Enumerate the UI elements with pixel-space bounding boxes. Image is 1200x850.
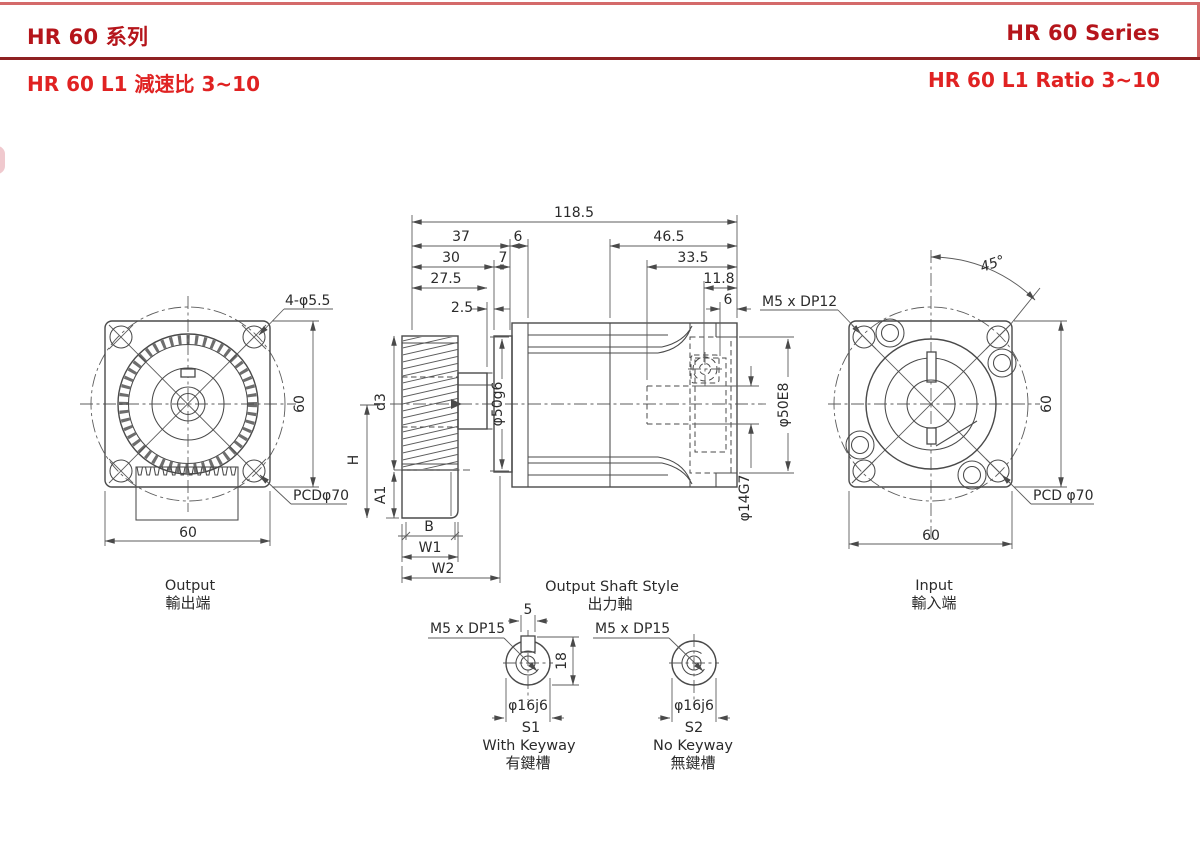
dim-s1-keywidth: 5 <box>524 602 533 618</box>
dim-b: B <box>424 519 434 535</box>
dim-11-8: 11.8 <box>703 271 734 287</box>
series-title-en: HR 60 Series <box>1006 21 1160 45</box>
dim-output-height: 60 <box>292 395 308 413</box>
rack-teeth <box>136 466 237 476</box>
flange-bolt-holes <box>108 324 267 484</box>
callout-s2-screw: M5 x DP15 <box>595 621 670 637</box>
dim-7: 7 <box>499 250 508 266</box>
shaft-style-heading-zh: 出力軸 <box>587 595 632 613</box>
subtitle-en: HR 60 L1 Ratio 3~10 <box>927 68 1160 92</box>
pcd-circle <box>90 306 286 502</box>
clamp-chord <box>935 420 978 447</box>
input-flange-square <box>848 320 1013 488</box>
series-title-zh: HR 60 系列 <box>27 25 149 49</box>
input-dims: 60 60 PCD φ70 <box>848 320 1094 549</box>
s1-code: S1 <box>522 720 540 736</box>
s2-label-zh: 無鍵槽 <box>670 754 715 772</box>
callout-pcd-input: PCD φ70 <box>1033 488 1094 504</box>
output-flange-square <box>104 320 271 488</box>
s2-label-en: No Keyway <box>653 738 733 754</box>
dim-s1-dia: φ16j6 <box>508 698 548 714</box>
pcd-circle-input <box>833 306 1029 502</box>
section-view: 118.5 37 6 46.5 30 7 33.5 27.5 11.8 2. <box>346 205 862 583</box>
header-divider <box>0 57 1200 60</box>
dim-h: H <box>346 455 362 466</box>
output-hub-circle <box>151 367 225 441</box>
shaft-s1: M5 x DP15 5 18 φ16j6 S1 With Keyway <box>428 602 579 772</box>
dim-37: 37 <box>452 229 470 245</box>
dim-w1: W1 <box>419 540 442 556</box>
s2-code: S2 <box>685 720 703 736</box>
gear-outer-circle <box>117 333 259 475</box>
callout-s1-screw: M5 x DP15 <box>430 621 505 637</box>
s1-keyway <box>520 635 536 653</box>
subheader: HR 60 L1 減速比 3~10 HR 60 L1 Ratio 3~10 <box>27 68 1160 97</box>
section-dims-right: φ50g6 φ50E8 φ14G7 <box>490 336 794 522</box>
input-view: 45° 60 60 PCD φ70 Input 輸入端 <box>828 250 1094 612</box>
screw-hole-hidden <box>688 352 722 386</box>
dim-input-width: 60 <box>922 528 940 544</box>
input-keyway-slot <box>926 351 937 383</box>
dim-30: 30 <box>442 250 460 266</box>
dim-a1: A1 <box>373 486 389 504</box>
input-boss-circle <box>865 338 997 470</box>
input-counterbores <box>845 318 1017 490</box>
screw-callout: M5 x DP12 <box>760 294 862 335</box>
dim-output-width: 60 <box>179 525 197 541</box>
page-top-border <box>0 2 1200 5</box>
subtitle-zh: HR 60 L1 減速比 3~10 <box>27 72 260 96</box>
hub-key-notch <box>180 368 196 378</box>
dim-s1-height: 18 <box>554 652 570 670</box>
callout-m5-dp12: M5 x DP12 <box>762 294 837 310</box>
page-edge-mark <box>0 146 5 174</box>
dim-2-5: 2.5 <box>451 300 473 316</box>
section-dims-top: 118.5 37 6 46.5 30 7 33.5 27.5 11.8 2. <box>411 205 751 380</box>
dim-w2: W2 <box>432 561 455 577</box>
caption-output-en: Output <box>165 578 216 594</box>
dim-input-height: 60 <box>1039 395 1055 413</box>
dim-6b: 6 <box>724 292 733 308</box>
gearbox-housing <box>493 322 738 488</box>
dim-d3: d3 <box>373 393 389 411</box>
input-bore-hidden <box>689 336 732 474</box>
caption-input-zh: 輸入端 <box>911 594 956 612</box>
callout-pcd-output: PCDφ70 <box>293 488 349 504</box>
shaft-center-mark <box>451 399 462 409</box>
output-dims: 60 60 4-φ5.5 PCDφ70 <box>104 293 349 546</box>
caption-input-en: Input <box>915 578 953 594</box>
dim-input-bore-dia: φ14G7 <box>737 475 753 522</box>
dim-s2-dia: φ16j6 <box>674 698 714 714</box>
helical-gear <box>394 335 470 519</box>
header: HR 60 系列 HR 60 Series <box>27 21 1160 51</box>
gear-hub <box>401 470 459 519</box>
output-shaft-stub <box>451 372 494 430</box>
section-dims-left: d3 A1 H B W1 W2 <box>346 335 501 583</box>
output-view: 60 60 4-φ5.5 PCDφ70 Output 輸出端 <box>80 293 349 612</box>
dim-pilot-dia: φ50g6 <box>490 381 506 426</box>
dim-33-5: 33.5 <box>677 250 708 266</box>
dim-27-5: 27.5 <box>430 271 461 287</box>
shaft-styles: Output Shaft Style 出力軸 M5 x DP15 5 <box>428 579 733 772</box>
s1-label-en: With Keyway <box>482 738 576 754</box>
dim-6a: 6 <box>514 229 523 245</box>
input-bolt-holes <box>851 324 1011 484</box>
clamp-slot <box>926 427 937 445</box>
callout-bolt-holes: 4-φ5.5 <box>285 293 330 309</box>
s1-label-zh: 有鍵槽 <box>505 754 550 772</box>
angle-dim: 45° <box>930 253 1036 301</box>
dim-bore-dia: φ50E8 <box>776 383 792 428</box>
shaft-s2: M5 x DP15 φ16j6 S2 No Keyway 無鍵槽 <box>593 621 733 772</box>
dim-angle: 45° <box>978 253 1007 276</box>
dim-total-length: 118.5 <box>554 205 594 221</box>
caption-output-zh: 輸出端 <box>165 594 210 612</box>
page-right-border <box>1197 2 1200 58</box>
shaft-style-heading-en: Output Shaft Style <box>545 579 679 595</box>
dim-46-5: 46.5 <box>653 229 684 245</box>
